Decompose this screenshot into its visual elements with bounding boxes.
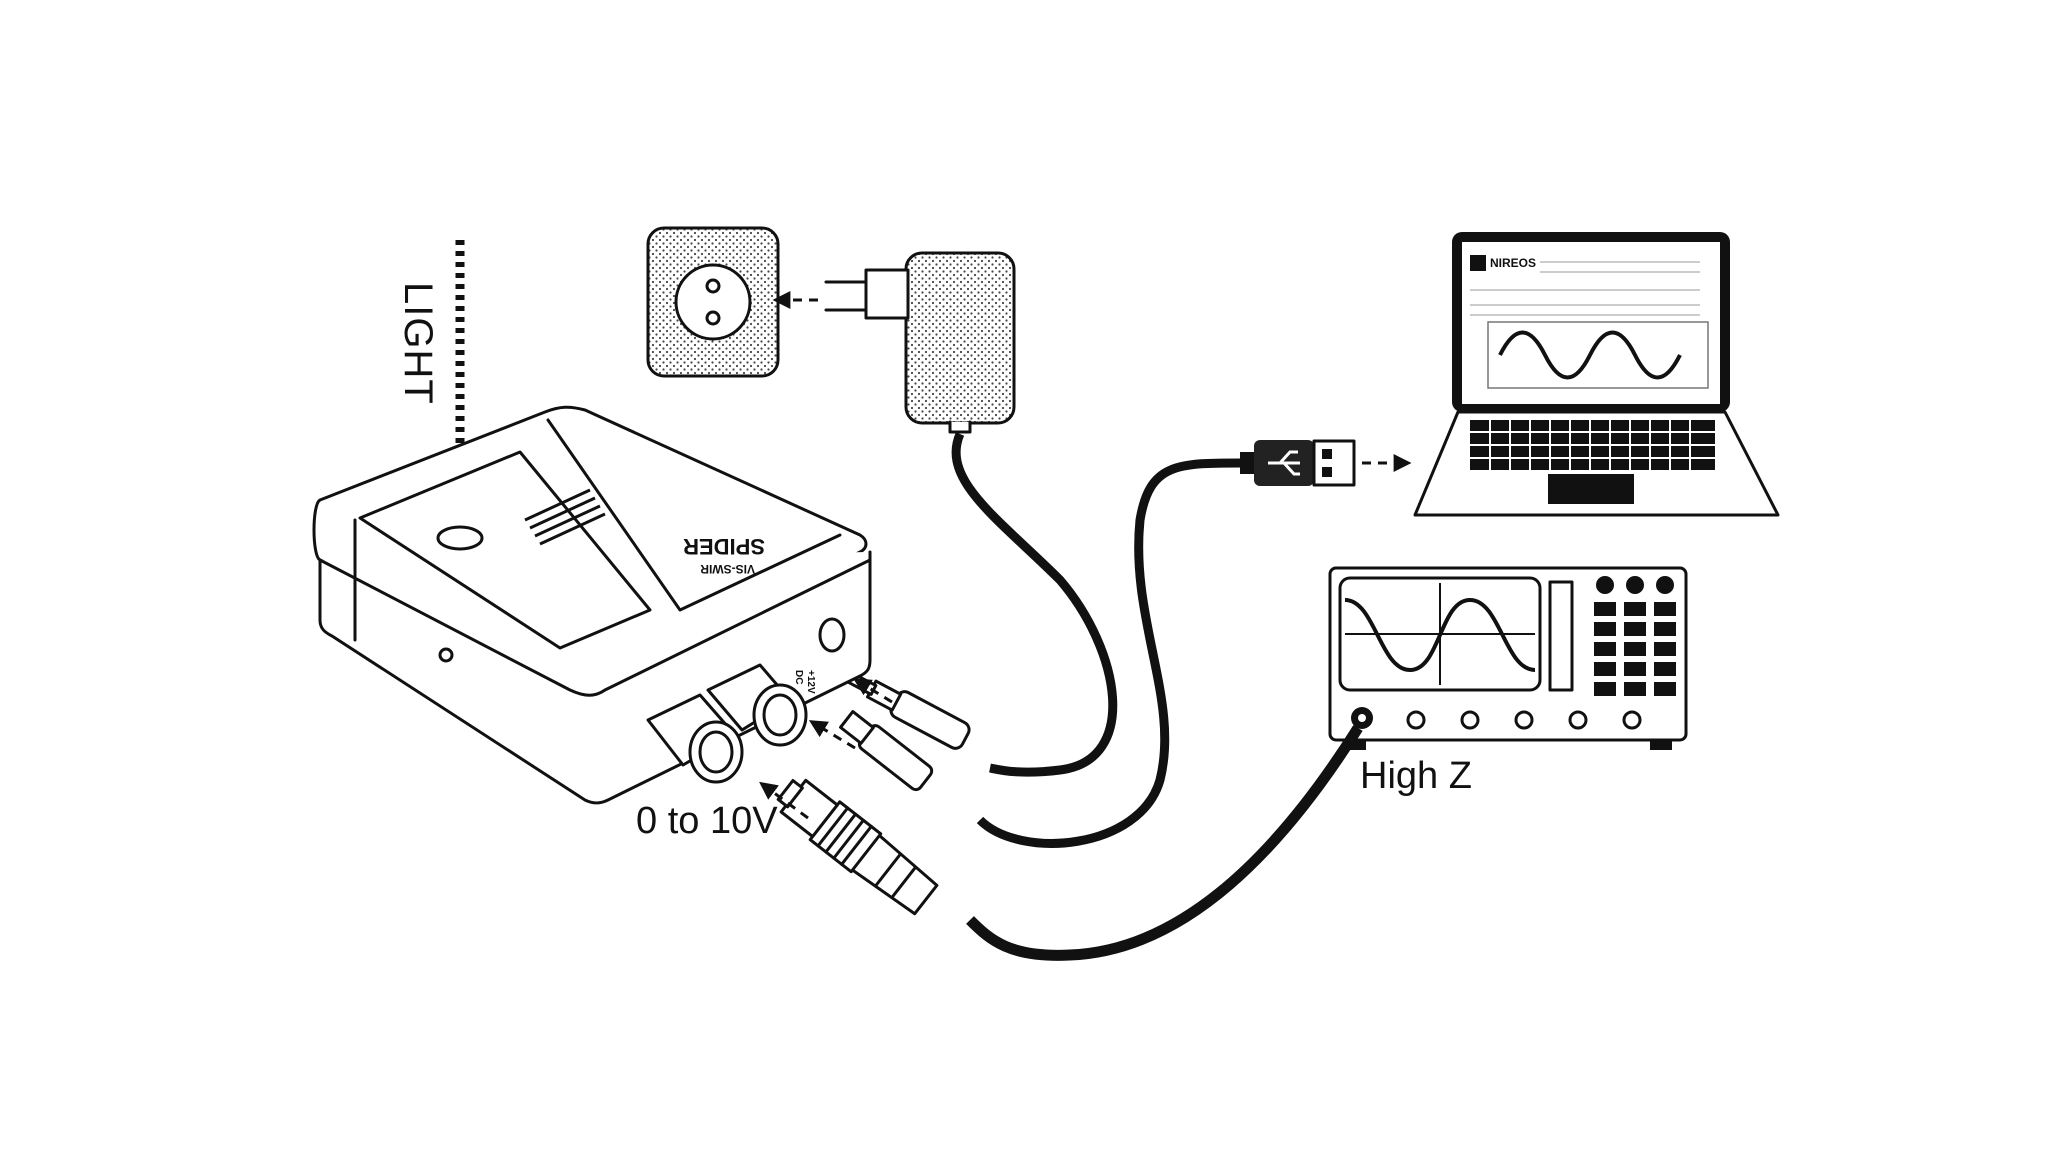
device-model: VIS-SWIR — [700, 562, 755, 576]
wall-socket-icon — [646, 226, 780, 378]
bnc-connector-icon — [776, 778, 939, 916]
bnc-port-lower — [646, 693, 744, 784]
connection-arrows — [759, 678, 893, 820]
usb-cable — [839, 458, 1256, 848]
port-label-2: DC — [793, 670, 804, 684]
bnc-cable — [966, 725, 1363, 961]
laptop-icon: NIREOS — [1413, 232, 1780, 517]
power-adapter-icon — [772, 251, 1118, 777]
output-range-label: 0 to 10V — [636, 800, 778, 842]
high-z-label: High Z — [1360, 755, 1472, 797]
oscilloscope-icon — [1328, 566, 1688, 750]
light-label: LIGHT — [396, 282, 440, 405]
laptop-logo: NIREOS — [1490, 256, 1536, 270]
detector-device-icon: SPIDER VIS-SWIR +12V DC — [312, 405, 872, 805]
usb-plug-icon — [1240, 439, 1412, 487]
bnc-port-upper — [706, 663, 808, 747]
port-label: +12V — [805, 670, 816, 694]
device-brand: SPIDER — [683, 534, 765, 559]
